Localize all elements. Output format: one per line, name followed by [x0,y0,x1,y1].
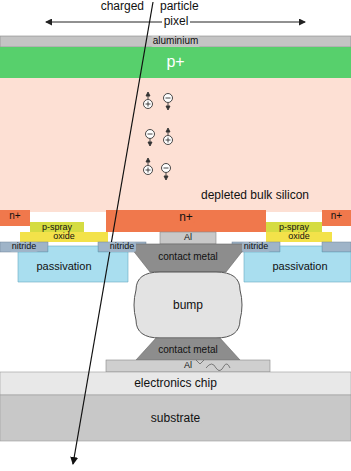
layer-label: oxide [286,232,312,241]
layer-label: passivation [34,261,93,273]
layer-label: n+ [177,211,195,224]
layer-label: n+ [7,211,22,222]
layer-band: Al [160,232,216,244]
layer-band: oxide [266,232,332,242]
layer-band: n+ [322,210,351,222]
layer-band: passivation [250,258,350,276]
layer-label: p-spray [40,223,74,232]
layer-label: p+ [164,54,186,71]
layer-label: passivation [270,261,329,273]
layer-label: p-spray [277,223,311,232]
track-label: charged [99,0,146,13]
layer-label: contact metal [156,345,219,356]
layer-label: Al [182,233,194,242]
layer-label: nitride [10,242,39,251]
layer-band: nitride [98,242,146,252]
layer-label: oxide [51,232,77,241]
layer-label: bump [171,299,205,312]
layer-label: nitride [108,242,137,251]
layer-band: nitride [232,242,280,252]
layer-band: substrate [0,396,351,440]
layer-band: n+ [106,210,266,224]
layer-label: aluminium [151,36,201,47]
layer-band: contact metal [140,342,236,358]
layer-label: substrate [149,412,202,425]
layer-band: aluminium [0,36,351,47]
dimension-label: pixel [162,15,191,28]
layer-label: n+ [329,211,344,222]
layer-band: Al [106,360,270,372]
track-label: particle [158,0,201,13]
layer-band: electronics chip [0,373,351,394]
layer-label: nitride [242,242,271,251]
layer-band: nitride [0,242,48,252]
layer-band: p+ [0,47,351,78]
layer-band: oxide [20,232,108,242]
layer-band: contact metal [140,249,236,265]
layer-label: Al [182,361,194,370]
layer-label: depleted bulk silicon [199,189,311,202]
layer-band: depleted bulk silicon [170,186,340,204]
layer-label: contact metal [156,252,219,263]
layer-band: passivation [20,258,108,276]
layer-band: n+ [0,210,30,222]
layer-label: electronics chip [132,377,219,390]
layer-band: bump [140,294,236,316]
